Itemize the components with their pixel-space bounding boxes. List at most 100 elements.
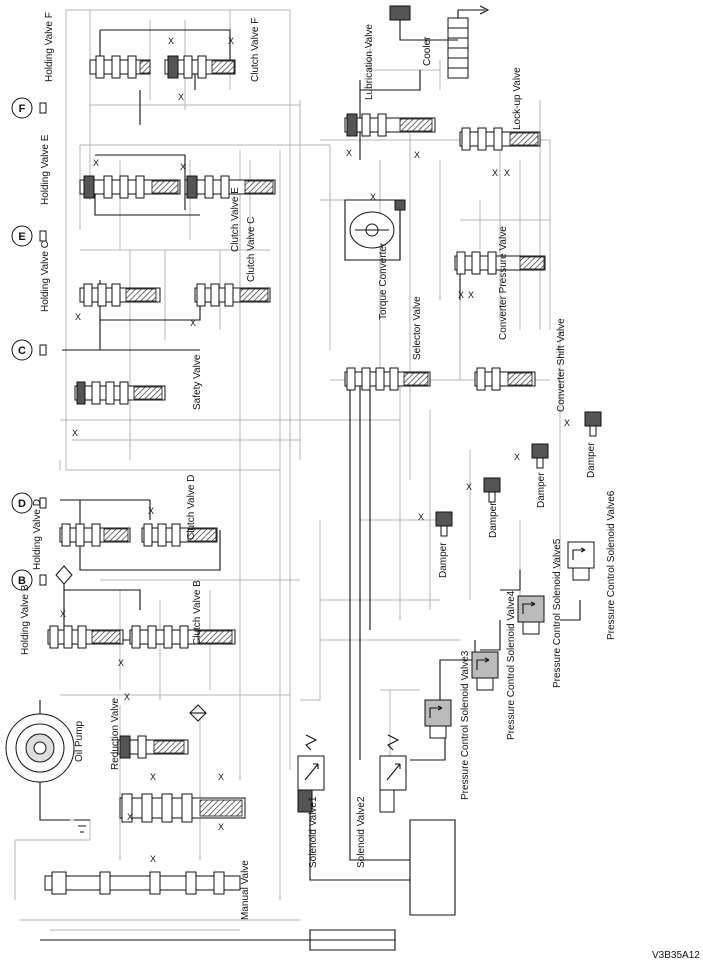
torque-converter [344, 199, 406, 261]
svg-text:X: X [492, 168, 498, 178]
clutch-valve-d [141, 523, 218, 547]
oil-pump [5, 700, 91, 900]
damper-3 [483, 477, 501, 503]
lubrication-valve [344, 113, 436, 137]
grey-passages [20, 9, 561, 931]
svg-text:X: X [178, 92, 184, 102]
label-pcsv-6: Pressure Control Solenoid Valve6 [606, 490, 617, 640]
holding-valve-f [89, 55, 151, 79]
converter-pressure-valve [454, 251, 546, 275]
label-solenoid-valve-1: Solenoid Valve1 [308, 796, 319, 868]
circuit-marker-c: C [11, 339, 47, 361]
lockup-valve [459, 127, 541, 151]
pcsv-3 [424, 699, 452, 739]
pcsv-6 [567, 541, 595, 581]
svg-text:X: X [218, 822, 224, 832]
label-damper-3: Damper [488, 502, 499, 538]
circuit-marker-e: E [11, 225, 47, 247]
svg-text:X: X [370, 192, 376, 202]
svg-text:X: X [228, 36, 234, 46]
label-clutch-valve-c: Clutch Valve C [246, 217, 257, 282]
damper-2 [531, 443, 549, 469]
svg-text:X: X [504, 168, 510, 178]
svg-text:X: X [75, 312, 81, 322]
svg-text:D: D [18, 498, 26, 510]
svg-text:X: X [418, 512, 424, 522]
label-clutch-valve-e: Clutch Valve E [230, 187, 241, 252]
holding-valve-b [47, 625, 124, 649]
svg-text:X: X [466, 482, 472, 492]
label-damper-2: Damper [536, 472, 547, 508]
label-lubrication-valve: Lubrication Valve [364, 24, 375, 100]
shuttle-valve-b [55, 565, 73, 585]
label-cooler: Cooler [422, 36, 433, 66]
filter [189, 704, 207, 722]
label-solenoid-valve-2: Solenoid Valve2 [356, 796, 367, 868]
pcsv-4 [471, 651, 499, 691]
circuit-marker-d: D [11, 492, 47, 514]
holding-valve-d [59, 523, 131, 547]
svg-text:X: X [60, 609, 66, 619]
clutch-valve-c [194, 283, 271, 307]
circuit-marker-f: F [11, 97, 47, 119]
circuit-markers: F E C D B [11, 97, 47, 591]
solenoid-valve-1 [297, 734, 325, 813]
svg-text:X: X [218, 772, 224, 782]
safety-valve [74, 381, 166, 405]
label-clutch-valve-d: Clutch Valve D [186, 475, 197, 540]
label-holding-valve-f: Holding Valve F [44, 12, 55, 82]
label-damper-4: Damper [438, 542, 449, 578]
svg-text:F: F [19, 103, 26, 115]
svg-text:X: X [468, 290, 474, 300]
svg-text:X: X [190, 318, 196, 328]
damper-1 [584, 411, 602, 437]
holding-valve-c [79, 283, 161, 307]
label-lockup-valve: Lock-up Valve [512, 67, 523, 130]
circuit-marker-b: B [11, 569, 47, 591]
svg-text:X: X [564, 418, 570, 428]
label-oil-pump: Oil Pump [74, 720, 85, 762]
clutch-valve-e [184, 175, 276, 199]
label-safety-valve: Safety Valve [192, 354, 203, 410]
label-holding-valve-c: Holding Valve C [40, 241, 51, 312]
svg-text:X: X [127, 812, 133, 822]
figure-code: V3B35A12 [652, 950, 700, 961]
clutch-valve-b [129, 625, 236, 649]
label-pcsv-3: Pressure Control Solenoid Valve3 [460, 650, 471, 800]
label-converter-pressure-valve: Converter Pressure Valve [498, 226, 509, 340]
label-damper-1: Damper [586, 442, 597, 478]
label-clutch-valve-b: Clutch Valve B [192, 580, 203, 645]
svg-text:X: X [150, 854, 156, 864]
label-manual-valve: Manual Valve [240, 860, 251, 920]
label-selector-valve: Selector Valve [412, 296, 423, 360]
svg-text:X: X [124, 692, 130, 702]
svg-text:X: X [414, 150, 420, 160]
svg-text:E: E [18, 231, 25, 243]
label-clutch-valve-f: Clutch Valve F [250, 18, 261, 82]
svg-text:X: X [458, 290, 464, 300]
label-converter-shift-valve: Converter Shift Valve [556, 318, 567, 412]
selector-valve [344, 367, 431, 391]
svg-text:B: B [18, 575, 26, 587]
svg-text:X: X [72, 428, 78, 438]
svg-text:X: X [180, 162, 186, 172]
svg-text:X: X [150, 772, 156, 782]
label-holding-valve-e: Holding Valve E [40, 134, 51, 205]
label-holding-valve-b: Holding Valve B [20, 584, 31, 655]
converter-shift-valve [474, 367, 536, 391]
label-pcsv-4: Pressure Control Solenoid Valve4 [506, 590, 517, 740]
regulator-valve [119, 793, 246, 823]
manual-valve [44, 871, 241, 895]
solenoid-valve-2 [379, 734, 407, 813]
reduction-valve [117, 735, 189, 759]
svg-text:X: X [346, 148, 352, 158]
clutch-valve-f [164, 55, 236, 79]
label-pcsv-5: Pressure Control Solenoid Valve5 [552, 538, 563, 688]
svg-text:X: X [168, 36, 174, 46]
label-reduction-valve: Reduction Valve [110, 697, 121, 770]
pcsv-5 [517, 595, 545, 635]
label-torque-converter: Torque Converter [378, 242, 389, 320]
svg-text:X: X [118, 658, 124, 668]
